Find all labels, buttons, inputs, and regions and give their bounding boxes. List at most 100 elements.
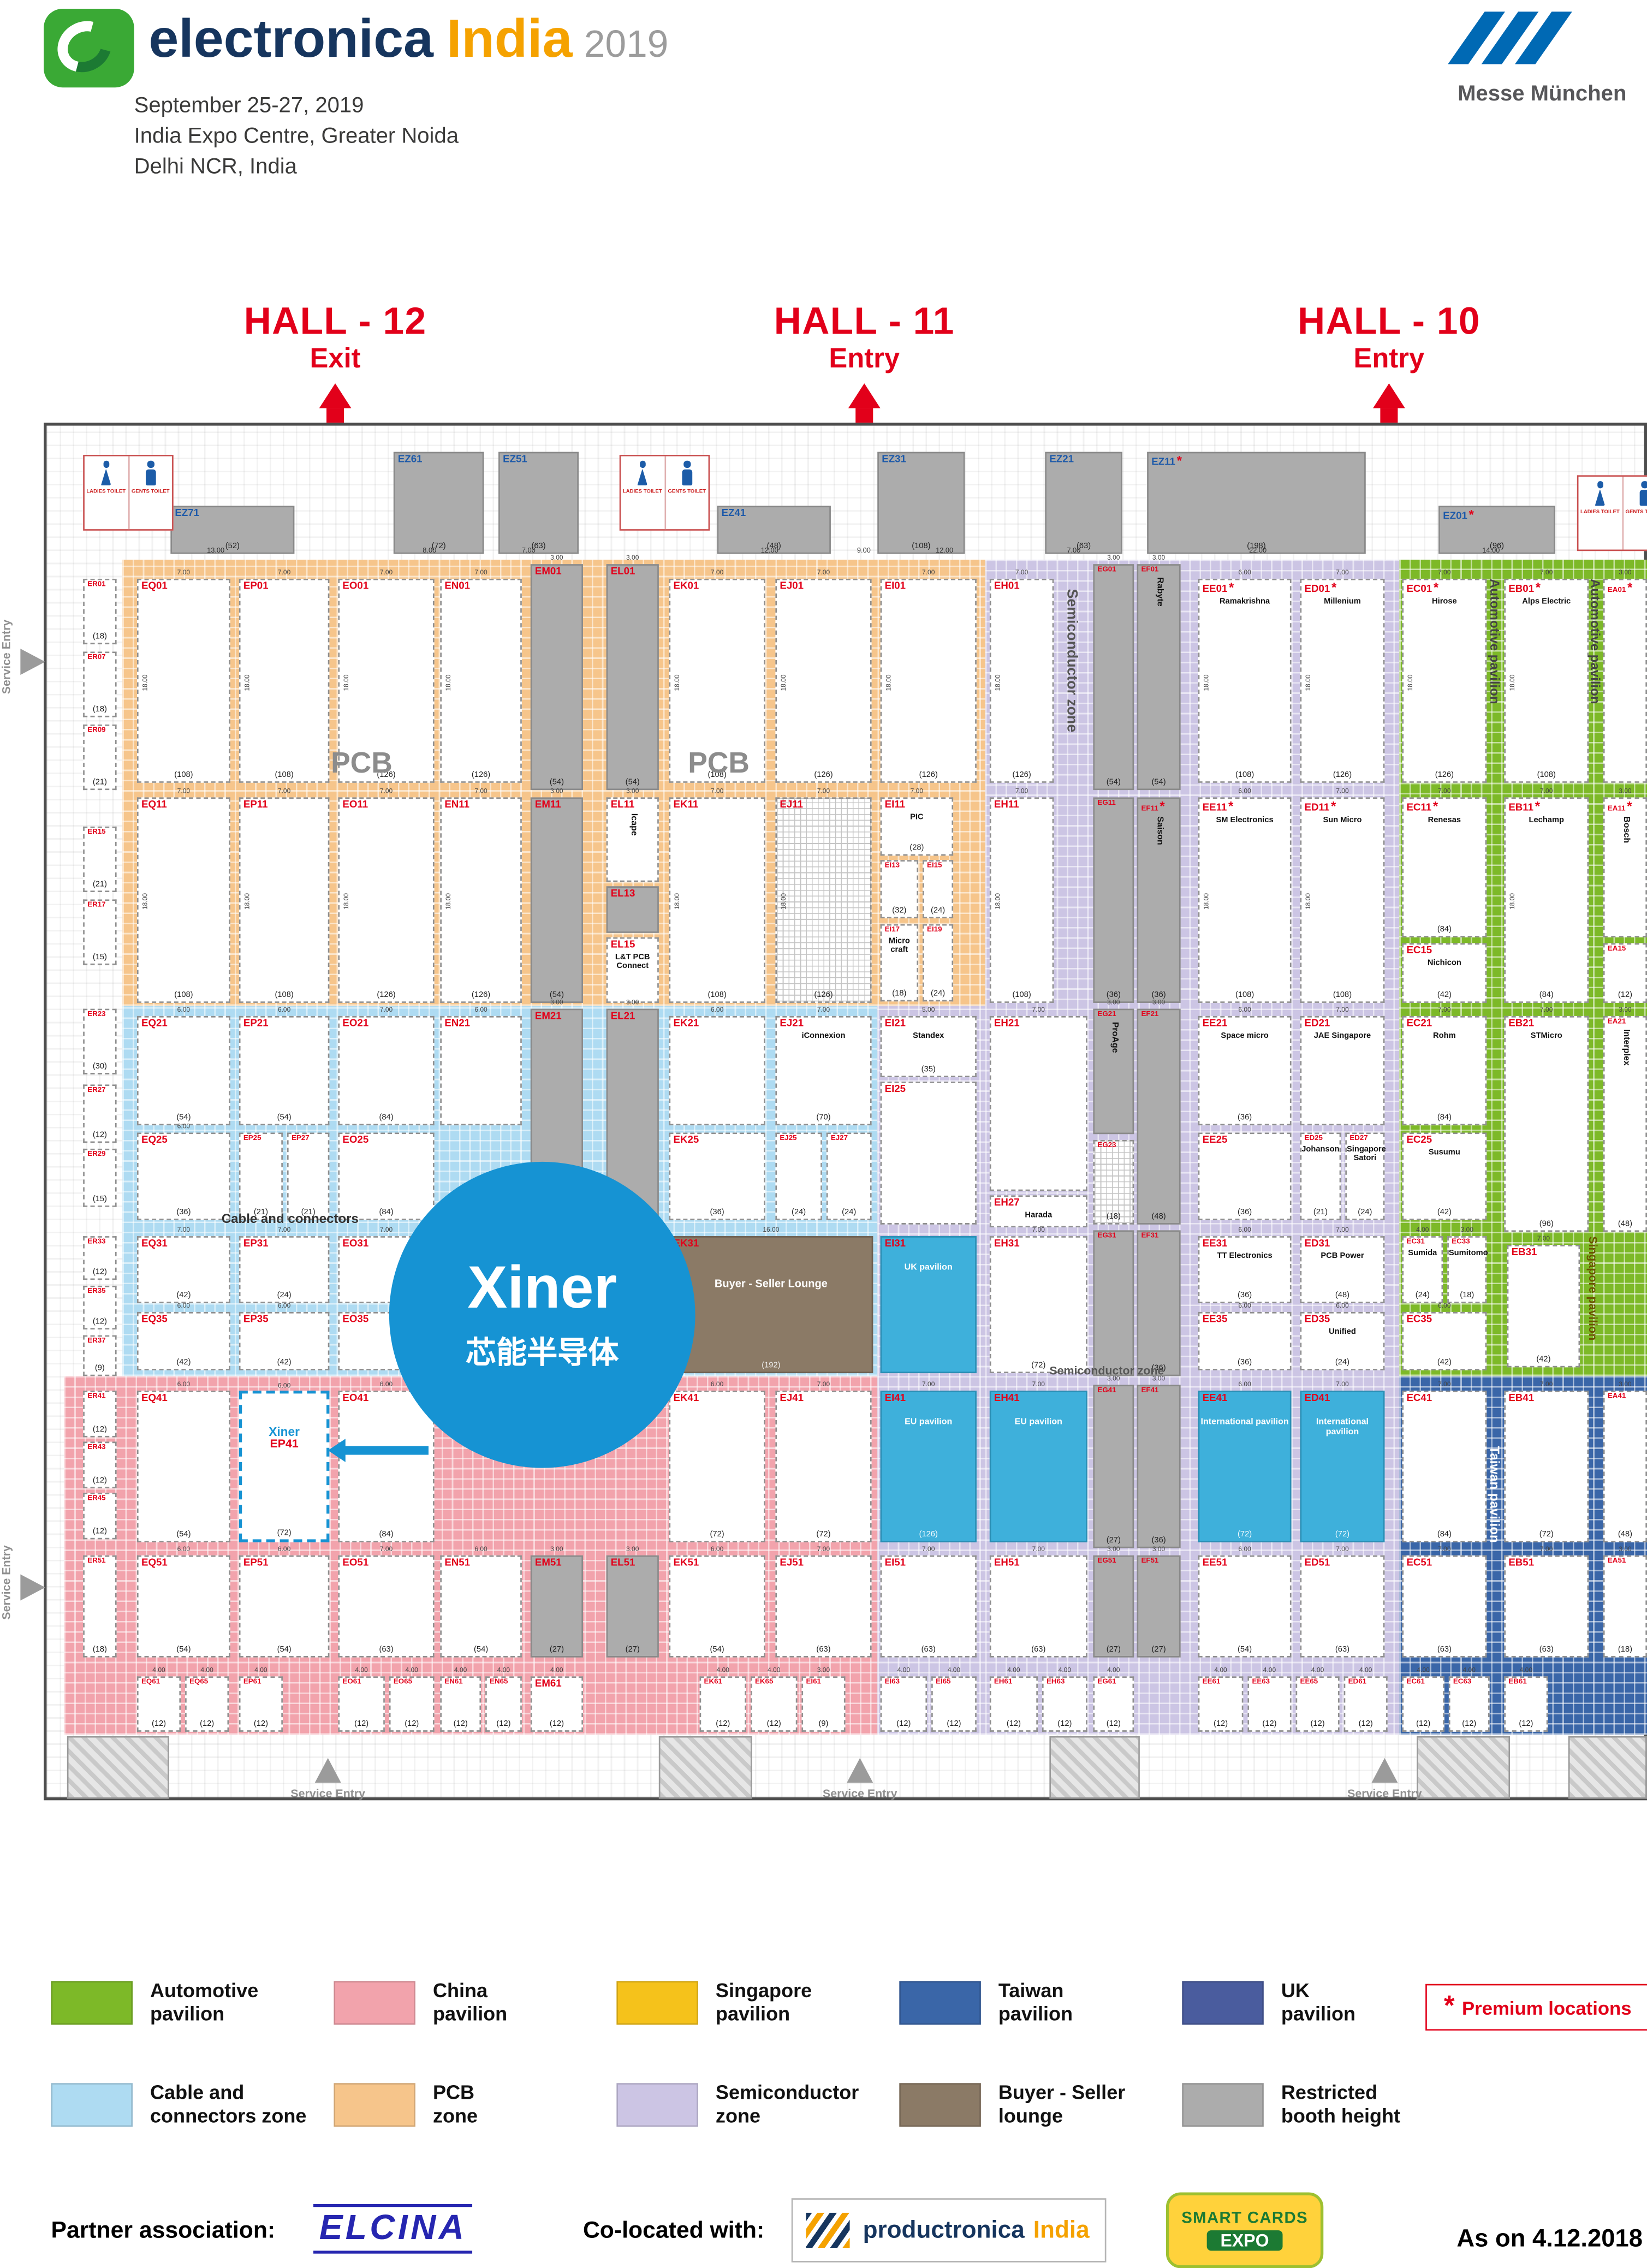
booth-company: Susumu: [1428, 1149, 1460, 1158]
booth-id: EN01: [444, 581, 471, 592]
booth-id: EZ61: [397, 455, 423, 465]
booth-area: (12): [453, 1720, 468, 1729]
booth-area: (63): [1437, 1646, 1452, 1655]
booth-company: Micro craft: [888, 937, 910, 955]
booth-id: EK51: [673, 1558, 699, 1569]
booth-area: (63): [1031, 1646, 1046, 1655]
booth-id: EA41: [1607, 1392, 1626, 1401]
booth-area: (12): [92, 1317, 107, 1327]
xiner-chinese-name: 芯能半导体: [466, 1336, 619, 1370]
booth-ER07: ER07(18): [83, 651, 117, 717]
premium-asterisk-icon: *: [1433, 580, 1439, 595]
booth-id: ER43: [87, 1443, 106, 1452]
booth-id: ER27: [87, 1086, 106, 1095]
booth-id: EZ51: [503, 455, 527, 465]
booth-area: (108): [174, 991, 193, 1000]
dimension-label: 13.00: [207, 548, 225, 556]
booth-id: EO31: [342, 1239, 369, 1250]
booth-area: (18): [892, 989, 907, 999]
smart-cards-line1: SMART CARDS: [1181, 2210, 1308, 2228]
booth-EZ11: EZ11*(198): [1147, 452, 1366, 554]
structure-block: [658, 1736, 752, 1799]
booth-id: EP35: [243, 1315, 269, 1325]
booth-area: (42): [176, 1291, 191, 1301]
booth-id: EZ31: [882, 455, 906, 465]
booth-area: (36): [1238, 1113, 1252, 1123]
booth-id: ER01: [87, 580, 106, 589]
logo-word-year: 2019: [584, 22, 669, 66]
booth-area: (108): [275, 771, 294, 780]
legend-swatch: [334, 2083, 415, 2127]
ladies-icon: [99, 460, 114, 485]
service-entry-arrow-icon: [314, 1758, 341, 1783]
hall-arrow-icon: [1373, 383, 1405, 408]
booth-area: (63): [1077, 542, 1091, 551]
booth-company: JAE Singapore: [1313, 1032, 1371, 1042]
booth-id: EJ01: [780, 581, 804, 592]
booth-id: EJ21: [780, 1019, 804, 1029]
booth-id: EB01*: [1508, 580, 1541, 595]
hall-entry-exit-label: Entry: [1353, 344, 1425, 375]
booth-area: (18): [92, 632, 107, 642]
booth-area: (24): [1335, 1358, 1350, 1368]
booth-area: (108): [1235, 991, 1254, 1000]
messe-logo-bars-icon: [1440, 11, 1644, 70]
booth-ER17: ER17(15): [83, 899, 117, 965]
booth-area: (27): [1106, 1646, 1121, 1655]
booth-id: EL15: [610, 940, 635, 951]
premium-asterisk-icon: *: [1176, 453, 1182, 468]
dimension-label: 14.00: [1482, 548, 1500, 556]
booth-area: (54): [549, 991, 564, 1000]
premium-asterisk-icon: *: [1468, 507, 1474, 522]
legend-swatch: [899, 1981, 981, 2025]
booth-area: (72): [431, 542, 446, 551]
booth-company: SM Electronics: [1216, 817, 1274, 826]
booth-id: EI01: [884, 581, 906, 592]
booth-area: (84): [379, 1208, 394, 1218]
booth-id: EI61: [806, 1678, 821, 1687]
booth-company: International pavilion: [1200, 1418, 1289, 1428]
booth-area: (108): [1012, 991, 1031, 1000]
booth-id: EC51: [1406, 1558, 1432, 1569]
booth-id: EI51: [884, 1558, 906, 1569]
booth-area: (54): [625, 778, 640, 787]
booth-id: ER45: [87, 1494, 106, 1503]
booth-company: Alps Electric: [1522, 598, 1571, 607]
booth-id: EI15: [927, 861, 942, 870]
booth-id: EQ21: [141, 1019, 168, 1029]
structure-block: [67, 1736, 169, 1799]
booth-area: (36): [1238, 1291, 1252, 1301]
booth-area: (18): [1106, 1213, 1121, 1222]
booth-id: EK61: [704, 1678, 722, 1687]
booth-ER37: ER37(9): [83, 1335, 117, 1376]
booth-id: EQ11: [141, 800, 167, 811]
booth-area: (126): [377, 991, 396, 1000]
booth-id: EI21: [884, 1019, 906, 1029]
zone-label: Taiwan pavilion: [1487, 1446, 1502, 1543]
booth-id: EC21: [1406, 1019, 1432, 1029]
booth-company: PIC: [910, 814, 924, 823]
ladies-toilet: LADIES TOILET: [85, 456, 128, 529]
booth-area: (36): [1151, 991, 1166, 1000]
booth-EZ71: EZ71(52): [170, 506, 295, 554]
booth-id: EC61: [1406, 1678, 1425, 1687]
productronica-india-word: India: [1033, 2216, 1090, 2243]
structure-block: [1049, 1736, 1140, 1799]
